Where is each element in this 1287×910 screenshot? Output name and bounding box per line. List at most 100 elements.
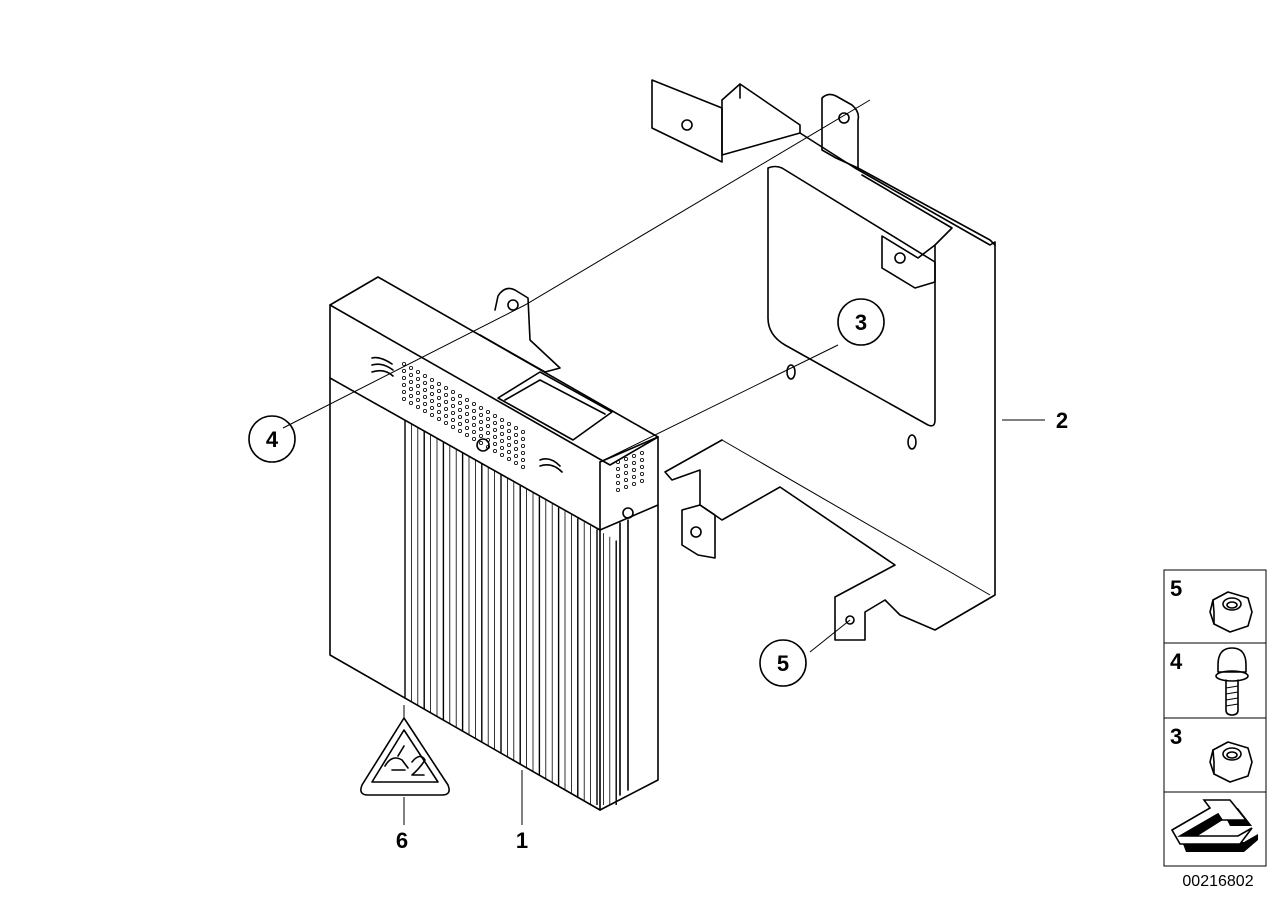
vent-hole xyxy=(521,429,526,434)
vent-hole xyxy=(499,417,504,422)
vent-hole xyxy=(478,433,483,438)
vent-hole xyxy=(408,365,413,370)
vent-hole xyxy=(457,393,462,398)
vent-hole xyxy=(464,404,469,409)
legend-label-4: 4 xyxy=(1170,649,1183,674)
vent-hole xyxy=(478,405,483,410)
vent-hole xyxy=(506,435,511,440)
vent-hole xyxy=(478,419,483,424)
vent-hole xyxy=(624,484,629,489)
vent-hole xyxy=(464,425,469,430)
vent-hole xyxy=(499,452,504,457)
vent-hole xyxy=(616,473,621,478)
vent-hole xyxy=(521,457,526,462)
vent-hole xyxy=(471,436,476,441)
vent-hole xyxy=(624,456,629,461)
vent-hole xyxy=(429,391,434,396)
vent-hole xyxy=(632,474,637,479)
vent-hole xyxy=(514,425,519,430)
hex-nut-icon xyxy=(1209,741,1253,783)
legend-label-3: 3 xyxy=(1170,724,1182,749)
vent-hole xyxy=(401,368,406,373)
vent-hole xyxy=(616,487,621,492)
vent-hole xyxy=(401,361,406,366)
vent-hole xyxy=(485,437,490,442)
vent-hole xyxy=(624,470,629,475)
vent-hole xyxy=(408,379,413,384)
vent-hole xyxy=(632,467,637,472)
vent-hole xyxy=(408,372,413,377)
vent-hole xyxy=(485,416,490,421)
vent-hole xyxy=(422,373,427,378)
bolt-icon xyxy=(1215,647,1249,716)
vent-hole xyxy=(499,445,504,450)
vent-hole xyxy=(640,457,645,462)
vent-hole xyxy=(506,456,511,461)
vent-hole xyxy=(436,416,441,421)
vent-hole xyxy=(471,429,476,434)
vent-hole xyxy=(457,407,462,412)
vent-hole xyxy=(443,385,448,390)
vent-hole xyxy=(492,413,497,418)
vent-hole xyxy=(632,460,637,465)
vent-hole xyxy=(443,392,448,397)
vent-hole xyxy=(471,422,476,427)
vent-hole xyxy=(401,382,406,387)
legend-label-5: 5 xyxy=(1170,576,1182,601)
vent-hole xyxy=(471,401,476,406)
vent-hole xyxy=(450,424,455,429)
vent-hole xyxy=(640,464,645,469)
vent-hole xyxy=(429,377,434,382)
vent-hole xyxy=(436,381,441,386)
mounting-bracket xyxy=(651,79,996,641)
vent-hole xyxy=(499,431,504,436)
vent-hole xyxy=(521,436,526,441)
vent-hole xyxy=(521,464,526,469)
vent-hole xyxy=(521,450,526,455)
callout-3: 3 xyxy=(837,298,885,346)
vent-hole xyxy=(485,409,490,414)
vent-hole xyxy=(443,399,448,404)
vent-hole xyxy=(624,463,629,468)
callout-4-label: 4 xyxy=(266,427,279,452)
vent-hole xyxy=(471,415,476,420)
callout-5-label: 5 xyxy=(777,651,789,676)
vent-hole xyxy=(415,376,420,381)
vent-hole xyxy=(457,414,462,419)
vent-hole xyxy=(415,390,420,395)
vent-hole xyxy=(450,389,455,394)
vent-hole xyxy=(443,406,448,411)
vent-hole xyxy=(485,423,490,428)
drawing-number: 00216802 xyxy=(1182,873,1253,890)
callout-1-label: 1 xyxy=(516,828,528,853)
vent-hole xyxy=(514,446,519,451)
vent-hole xyxy=(624,477,629,482)
callout-2-label: 2 xyxy=(1056,408,1068,433)
vent-hole xyxy=(415,369,420,374)
vent-hole xyxy=(422,408,427,413)
vent-hole xyxy=(506,449,511,454)
vent-hole xyxy=(401,396,406,401)
warning-label-icon xyxy=(360,717,450,796)
vent-hole xyxy=(464,397,469,402)
vent-hole xyxy=(464,418,469,423)
vent-hole xyxy=(514,439,519,444)
vent-hole xyxy=(429,412,434,417)
vent-hole xyxy=(415,404,420,409)
vent-hole xyxy=(506,442,511,447)
vent-hole xyxy=(485,430,490,435)
vent-hole xyxy=(436,388,441,393)
vent-hole xyxy=(632,453,637,458)
vent-hole xyxy=(436,402,441,407)
vent-hole xyxy=(450,417,455,422)
vent-hole xyxy=(640,450,645,455)
vent-hole xyxy=(514,453,519,458)
vent-hole xyxy=(429,384,434,389)
vent-hole xyxy=(632,481,637,486)
vent-hole xyxy=(478,440,483,445)
vent-hole xyxy=(401,375,406,380)
vent-hole xyxy=(422,394,427,399)
callout-5: 5 xyxy=(759,639,807,687)
vent-hole xyxy=(506,421,511,426)
